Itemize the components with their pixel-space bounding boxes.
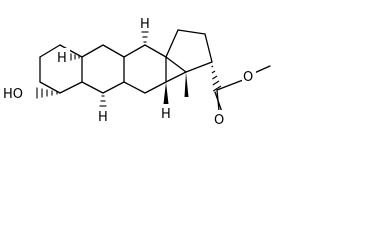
ring-b bbox=[81, 44, 125, 94]
c5-hydrogen-hashed-bond bbox=[70, 53, 80, 61]
ring-d bbox=[165, 29, 213, 83]
c3-hydroxyl-hashed-bond bbox=[36, 87, 58, 99]
c8-hydrogen-label: H bbox=[140, 17, 150, 32]
c13-methyl-wedge-bond bbox=[184, 72, 189, 97]
c9-hydrogen-label: H bbox=[98, 110, 108, 125]
c14-hydrogen-label: H bbox=[161, 107, 171, 122]
c14-hydrogen-wedge-bond bbox=[163, 82, 169, 104]
carbonyl-oxygen-label: O bbox=[214, 113, 224, 128]
hydroxyl-label: HO bbox=[3, 87, 23, 102]
c8-hydrogen-hashed-bond bbox=[141, 31, 149, 43]
molecule-structure-diagram: HO H H H H O O bbox=[2, 17, 271, 128]
ester-oxygen-label: O bbox=[243, 70, 253, 85]
ring-a bbox=[39, 44, 83, 94]
c5-hydrogen-label: H bbox=[57, 51, 67, 66]
ring-c bbox=[123, 44, 167, 94]
c17-ester-hashed-bond bbox=[211, 65, 222, 92]
c9-hydrogen-hashed-bond bbox=[99, 95, 107, 107]
